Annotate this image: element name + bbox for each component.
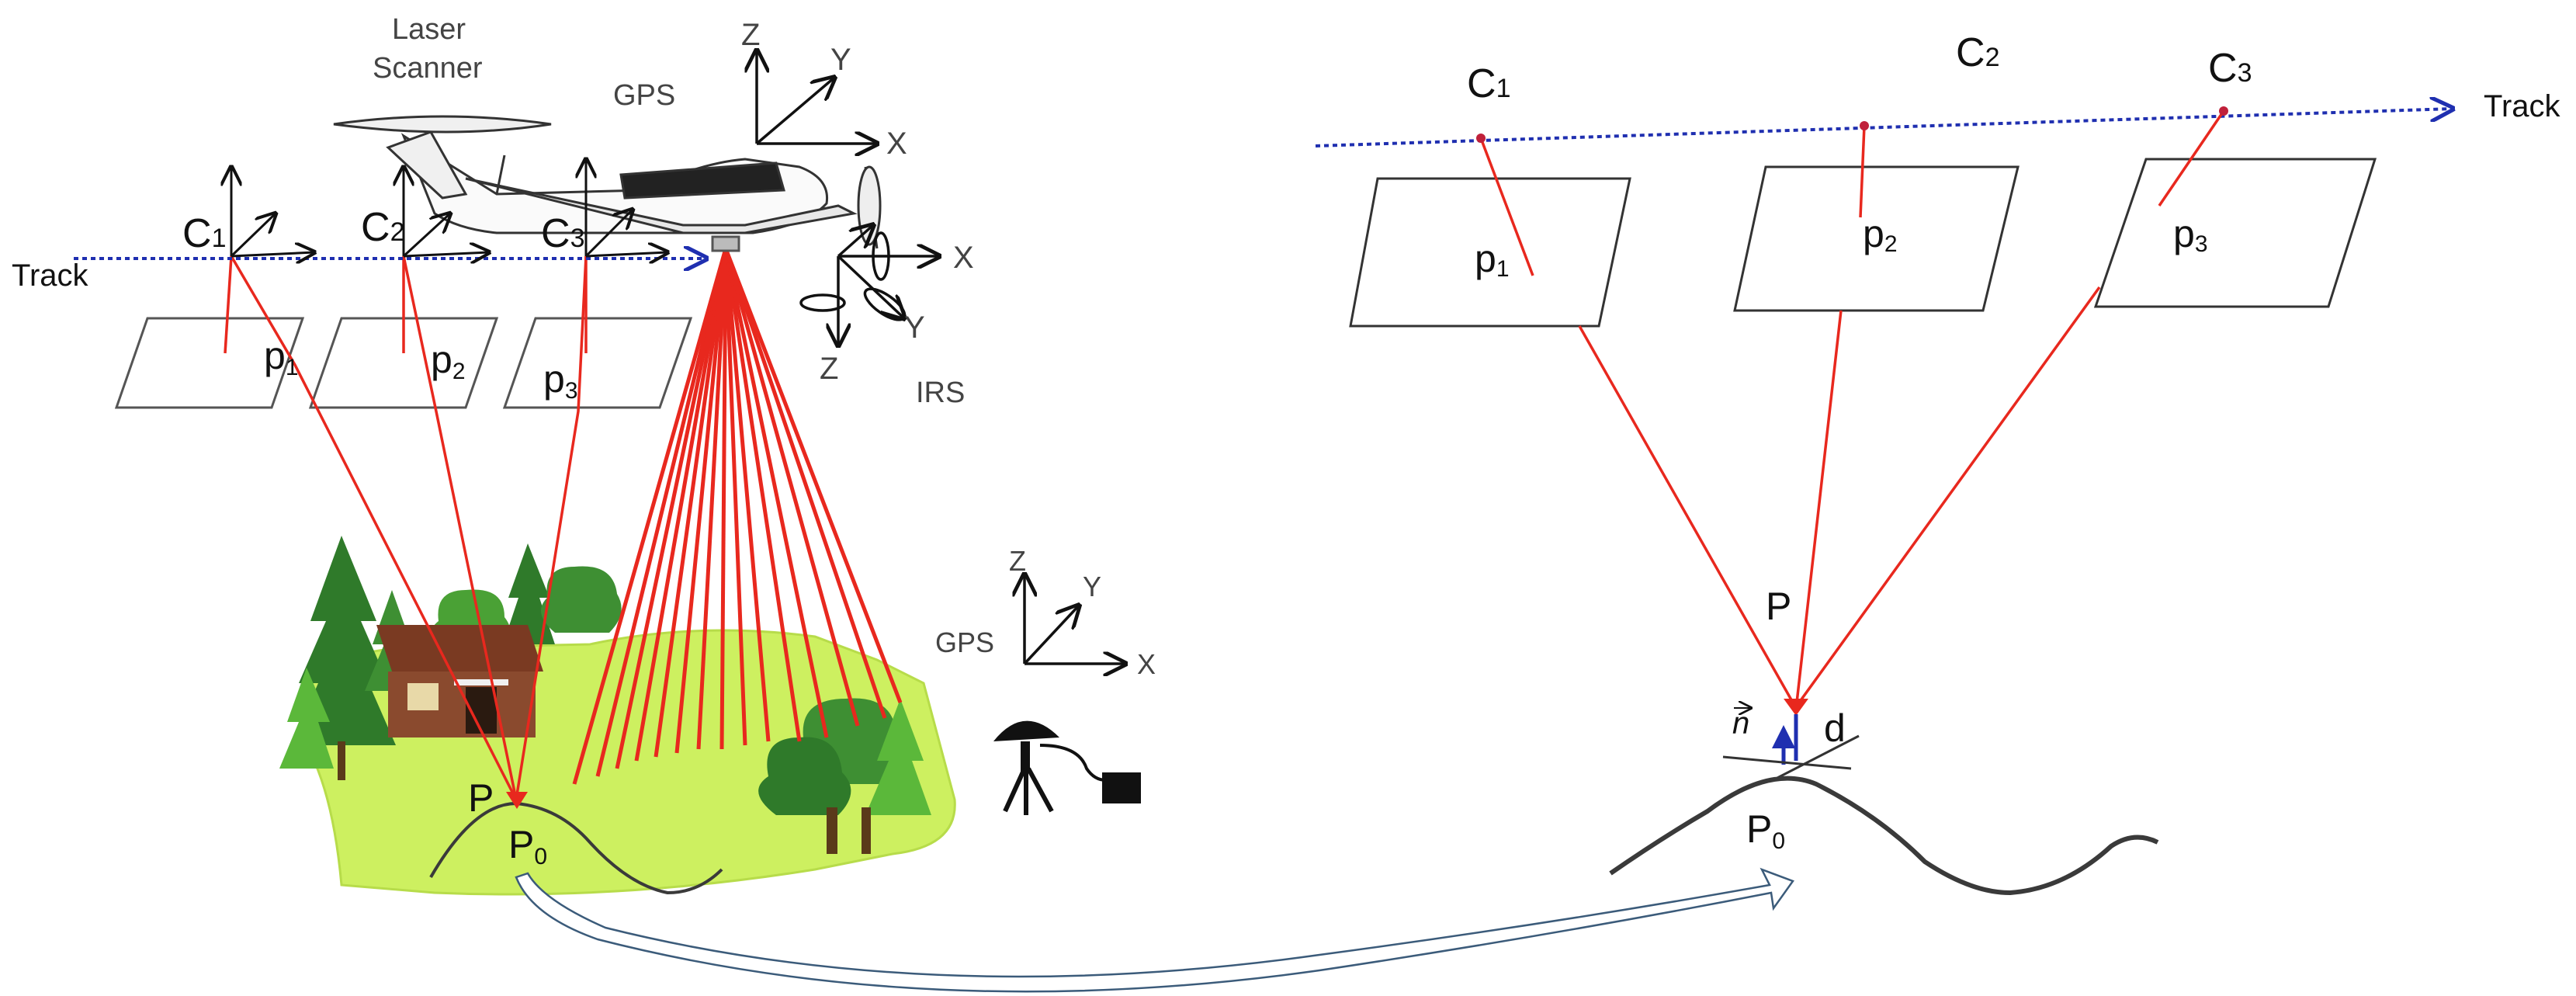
- gps-air-label: GPS: [613, 79, 675, 112]
- image-point-p2-left: p2: [431, 338, 466, 384]
- surface-curve-right: [1609, 776, 2159, 896]
- normal-vector-label: n: [1732, 706, 1751, 741]
- irs-label: IRS: [916, 377, 965, 409]
- tangent-plane: [1722, 734, 1860, 779]
- left-panel: [74, 50, 1141, 896]
- gps-ground-label: GPS: [935, 626, 994, 658]
- distance-d-label: d: [1824, 706, 1846, 750]
- camera-center-c2-left: C2: [361, 205, 404, 250]
- transfer-arrow: [515, 867, 1794, 993]
- camera-center-c1-left: C1: [182, 211, 226, 256]
- rays-right: [1479, 110, 2225, 704]
- gps-air-axis-x: X: [886, 127, 907, 161]
- object-point-p-right: P: [1766, 585, 1791, 628]
- image-point-p3-left: p3: [543, 357, 578, 404]
- gps-air-axis-z: Z: [741, 18, 760, 52]
- svg-text:n: n: [1732, 706, 1749, 741]
- irs-axis-x: X: [953, 241, 974, 275]
- irs-axis-y: Y: [904, 311, 925, 345]
- rays-left: [224, 255, 588, 800]
- right-panel: [1315, 106, 2453, 896]
- ground-axis-y: Y: [1083, 571, 1101, 602]
- image-plane-2: [308, 317, 499, 409]
- image-point-p2-right: p2: [1863, 212, 1898, 257]
- ground-axis-x: X: [1137, 648, 1156, 680]
- laser-scanner-label-line2: Scanner: [373, 52, 483, 85]
- object-point-p-left: P: [468, 776, 494, 820]
- irs-axis-z: Z: [820, 352, 838, 386]
- gps-axes-ground: [1025, 574, 1125, 664]
- gps-ground-station: [993, 720, 1141, 815]
- terrain-profile-curve: [429, 801, 723, 895]
- track-label-left: Track: [12, 259, 89, 293]
- camera-axes-left: [231, 159, 667, 256]
- right-labels: Track C1 C2 C3 p1 p2 p3 P n d P0: [1467, 30, 2561, 854]
- image-plane-1-right: [1349, 177, 1631, 328]
- image-point-p3-right: p3: [2173, 212, 2208, 257]
- image-point-p1-left: p1: [264, 334, 299, 380]
- surface-point-p0-left: P0: [508, 823, 547, 869]
- gps-air-axis-y: Y: [830, 43, 851, 77]
- laser-fan: [572, 248, 903, 785]
- aircraft: [333, 115, 882, 252]
- left-labels: Laser Scanner GPS IRS Track GPS C1 C2 C3…: [12, 13, 1156, 869]
- camera-center-dots-right: [1476, 106, 2228, 143]
- camera-center-c3-left: C3: [541, 211, 584, 256]
- camera-center-c3-right: C3: [2208, 46, 2252, 91]
- house: [376, 625, 543, 737]
- image-plane-1: [114, 317, 305, 409]
- image-plane-2-right: [1733, 165, 2020, 312]
- camera-center-c1-right: C1: [1467, 61, 1510, 106]
- ground-axis-z: Z: [1009, 545, 1026, 577]
- surface-point-p0-right: P0: [1746, 807, 1785, 854]
- image-planes-left: [114, 317, 693, 409]
- camera-center-c2-right: C2: [1956, 30, 1999, 75]
- image-point-p1-right: p1: [1475, 237, 1510, 282]
- image-plane-3: [502, 317, 693, 409]
- track-label-right: Track: [2484, 89, 2561, 123]
- track-line-right: [1315, 109, 2453, 147]
- object-point-marker-left: [506, 792, 528, 809]
- object-point-marker-right: [1784, 699, 1808, 716]
- image-plane-3-right: [2093, 158, 2377, 308]
- trees-right: [758, 698, 931, 854]
- irs-axes: [799, 225, 939, 345]
- gps-axes-air: [757, 50, 877, 144]
- laser-scanner-label-line1: Laser: [392, 13, 466, 46]
